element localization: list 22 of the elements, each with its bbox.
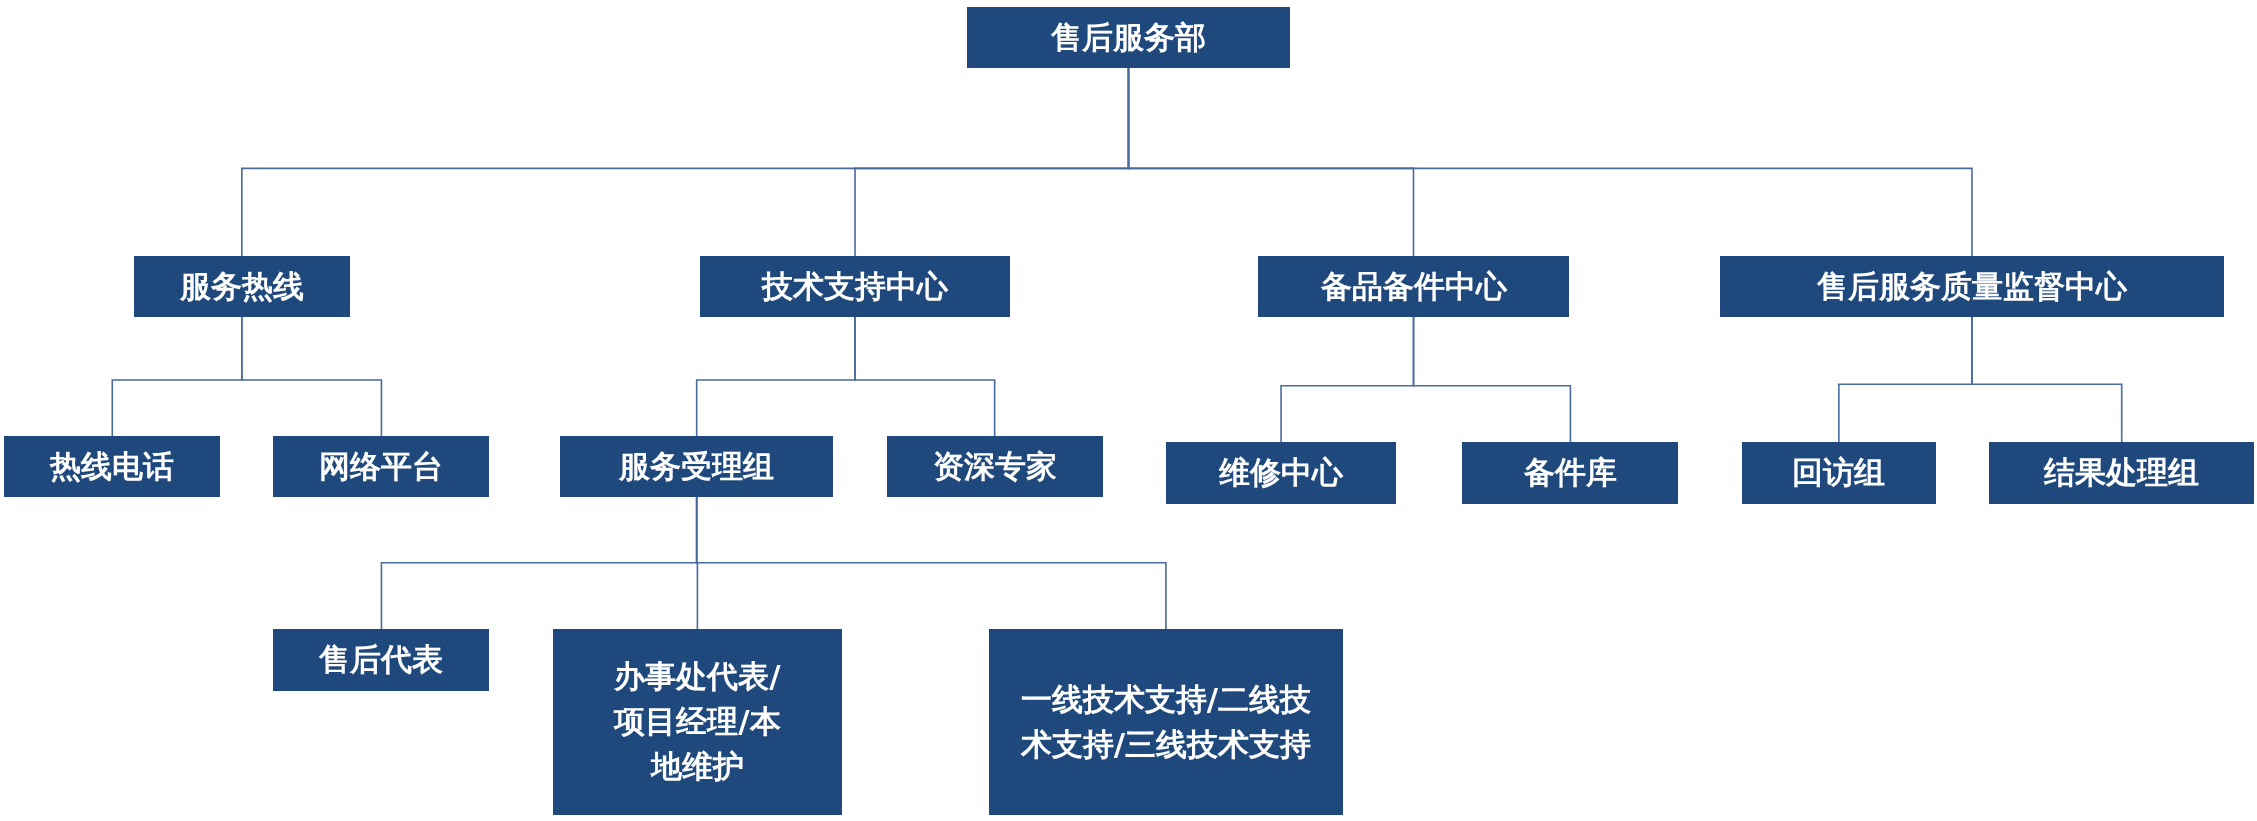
org-box: 服务热线 (133, 256, 350, 317)
connector-line (241, 315, 383, 437)
org-box: 热线电话 (4, 436, 221, 497)
org-box: 办事处代表/项目经理/本地维护 (552, 629, 843, 815)
org-box: 售后服务质量监督中心 (1720, 256, 2224, 317)
connector-line (1971, 315, 2123, 443)
org-box: 网络平台 (273, 436, 490, 497)
org-box: 结果处理组 (1989, 441, 2255, 504)
org-box: 维修中心 (1165, 441, 1397, 504)
org-box: 备品备件中心 (1258, 256, 1569, 317)
org-box: 一线技术支持/二线技术支持/三线技术支持 (988, 629, 1343, 815)
connector-line (1412, 315, 1572, 443)
org-box: 技术支持中心 (699, 256, 1011, 317)
org-box: 服务受理组 (559, 436, 834, 497)
connector-line (1127, 66, 1973, 258)
org-box: 回访组 (1741, 441, 1936, 504)
connector-line (695, 495, 1167, 630)
org-box: 资深专家 (886, 436, 1103, 497)
org-box: 售后代表 (273, 629, 490, 691)
connector-line (854, 315, 996, 437)
org-box: 售后服务部 (967, 7, 1290, 68)
org-box: 备件库 (1462, 441, 1679, 504)
